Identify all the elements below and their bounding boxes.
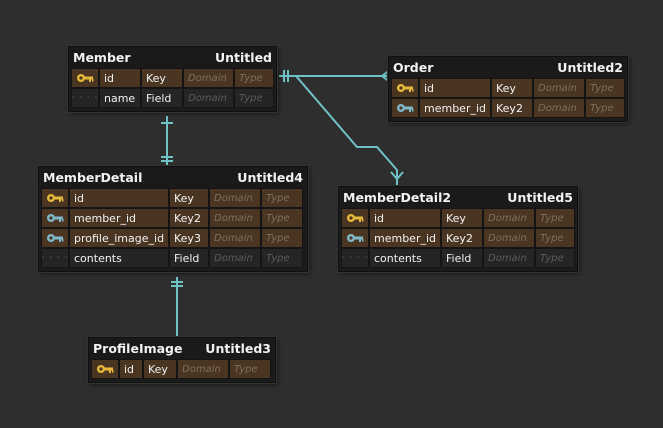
column-domain: Domain (209, 248, 261, 268)
column-domain: Domain (483, 228, 535, 248)
column-domain: Domain (183, 88, 234, 108)
primary-key-icon (341, 208, 369, 228)
column-name: id (419, 78, 491, 98)
column-type: Type (261, 248, 303, 268)
primary-key-icon (391, 78, 419, 98)
column-domain: Domain (533, 98, 585, 118)
column-type: Type (234, 88, 274, 108)
column-kind: Key (491, 78, 533, 98)
table-name: ProfileImage (93, 341, 183, 356)
foreign-key-icon (341, 228, 369, 248)
column-row[interactable]: member_id Key2 Domain Type (391, 98, 625, 118)
table-name: MemberDetail (43, 170, 143, 185)
table-header[interactable]: MemberDetail Untitled4 (39, 167, 307, 188)
column-row[interactable]: id Key Domain Type (91, 359, 273, 379)
table-member-detail[interactable]: MemberDetail Untitled4 id Key Domain Typ… (38, 166, 308, 272)
column-name: member_id (69, 208, 169, 228)
column-row[interactable]: · · · · name Field Domain Type (71, 88, 274, 108)
column-kind: Key (143, 359, 177, 379)
column-row[interactable]: id Key Domain Type (341, 208, 575, 228)
column-domain: Domain (209, 208, 261, 228)
one-marker (283, 70, 289, 82)
table-header[interactable]: Member Untitled (69, 47, 276, 68)
column-kind: Key (141, 68, 183, 88)
column-kind: Key (169, 188, 209, 208)
column-row[interactable]: profile_image_id Key3 Domain Type (41, 228, 305, 248)
column-type: Type (261, 188, 303, 208)
column-name: id (369, 208, 441, 228)
table-header[interactable]: Order Untitled2 (389, 57, 627, 78)
column-kind: Field (441, 248, 483, 268)
column-row[interactable]: member_id Key2 Domain Type (341, 228, 575, 248)
column-domain: Domain (183, 68, 234, 88)
column-name: id (119, 359, 143, 379)
table-profile-image[interactable]: ProfileImage Untitled3 id Key Domain Typ… (88, 337, 276, 383)
primary-key-icon (41, 188, 69, 208)
column-type: Type (585, 78, 625, 98)
column-kind: Key2 (169, 208, 209, 228)
table-name: MemberDetail2 (343, 190, 452, 205)
column-name: contents (369, 248, 441, 268)
column-kind: Key3 (169, 228, 209, 248)
column-name: contents (69, 248, 169, 268)
column-row[interactable]: · · · · contents Field Domain Type (41, 248, 305, 268)
column-domain: Domain (177, 359, 229, 379)
column-kind: Field (141, 88, 183, 108)
table-order[interactable]: Order Untitled2 id Key Domain Type membe… (388, 56, 628, 122)
foreign-key-icon (41, 228, 69, 248)
column-row[interactable]: · · · · contents Field Domain Type (341, 248, 575, 268)
column-name: member_id (419, 98, 491, 118)
table-alias: Untitled3 (205, 341, 271, 356)
foreign-key-icon (391, 98, 419, 118)
column-type: Type (261, 228, 303, 248)
foreign-key-icon (41, 208, 69, 228)
column-row[interactable]: id Key Domain Type (41, 188, 305, 208)
column-domain: Domain (209, 228, 261, 248)
table-header[interactable]: ProfileImage Untitled3 (89, 338, 275, 359)
column-type: Type (261, 208, 303, 228)
primary-key-icon (91, 359, 119, 379)
table-header[interactable]: MemberDetail2 Untitled5 (339, 187, 577, 208)
column-domain: Domain (483, 248, 535, 268)
column-type: Type (229, 359, 271, 379)
table-member-detail2[interactable]: MemberDetail2 Untitled5 id Key Domain Ty… (338, 186, 578, 272)
column-kind: Key2 (441, 228, 483, 248)
field-icon: · · · · (341, 248, 369, 268)
column-row[interactable]: member_id Key2 Domain Type (41, 208, 305, 228)
column-name: name (99, 88, 141, 108)
column-domain: Domain (209, 188, 261, 208)
column-name: profile_image_id (69, 228, 169, 248)
column-kind: Key (441, 208, 483, 228)
field-icon: · · · · (41, 248, 69, 268)
one-marker (161, 156, 173, 162)
field-icon: · · · · (71, 88, 99, 108)
column-type: Type (535, 248, 575, 268)
column-name: member_id (369, 228, 441, 248)
table-alias: Untitled2 (557, 60, 623, 75)
column-name: id (99, 68, 141, 88)
column-row[interactable]: id Key Domain Type (391, 78, 625, 98)
column-name: id (69, 188, 169, 208)
table-alias: Untitled (215, 50, 272, 65)
column-type: Type (585, 98, 625, 118)
primary-key-icon (71, 68, 99, 88)
column-type: Type (234, 68, 274, 88)
column-domain: Domain (533, 78, 585, 98)
table-name: Order (393, 60, 434, 75)
table-alias: Untitled4 (237, 170, 303, 185)
column-type: Type (535, 228, 575, 248)
many-marker (390, 171, 404, 181)
table-member[interactable]: Member Untitled id Key Domain Type · · ·… (68, 46, 277, 112)
column-kind: Key2 (491, 98, 533, 118)
column-kind: Field (169, 248, 209, 268)
column-row[interactable]: id Key Domain Type (71, 68, 274, 88)
column-domain: Domain (483, 208, 535, 228)
table-alias: Untitled5 (507, 190, 573, 205)
one-marker (171, 281, 183, 287)
table-name: Member (73, 50, 131, 65)
column-type: Type (535, 208, 575, 228)
